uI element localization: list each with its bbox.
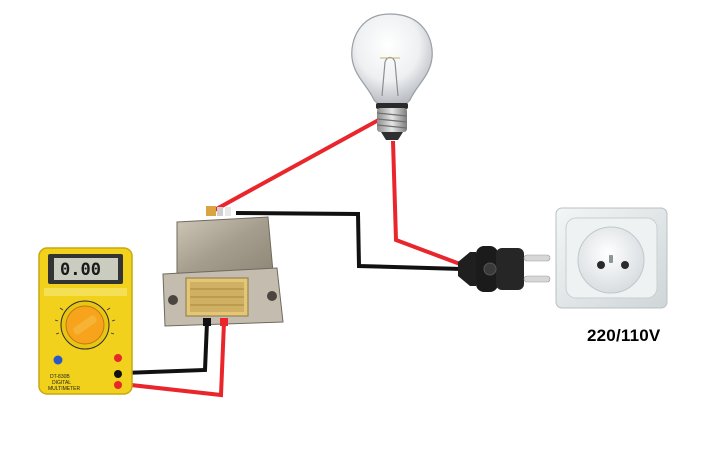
transformer-icon xyxy=(162,206,284,327)
wall-socket-icon xyxy=(555,207,668,309)
voltage-label: 220/110V xyxy=(587,326,661,345)
multimeter-icon: 0.00 DT-830B DIGITAL MULTIMETER xyxy=(38,247,133,395)
multimeter-display: 0.00 xyxy=(60,260,101,280)
red-wire-bulb-to-plug xyxy=(391,140,461,266)
plug-icon xyxy=(458,246,551,292)
multimeter-subtitle-1: DIGITAL xyxy=(52,380,71,386)
multimeter-model: DT-830B xyxy=(50,374,70,380)
light-bulb-icon xyxy=(351,13,433,140)
red-wire-secondary-to-meter xyxy=(121,321,226,398)
multimeter-subtitle-2: MULTIMETER xyxy=(48,386,81,392)
black-wire-transformer-to-plug xyxy=(235,211,463,271)
wires xyxy=(121,115,463,398)
black-wire-secondary-to-meter xyxy=(121,321,209,375)
red-wire-transformer-to-bulb xyxy=(210,115,385,214)
